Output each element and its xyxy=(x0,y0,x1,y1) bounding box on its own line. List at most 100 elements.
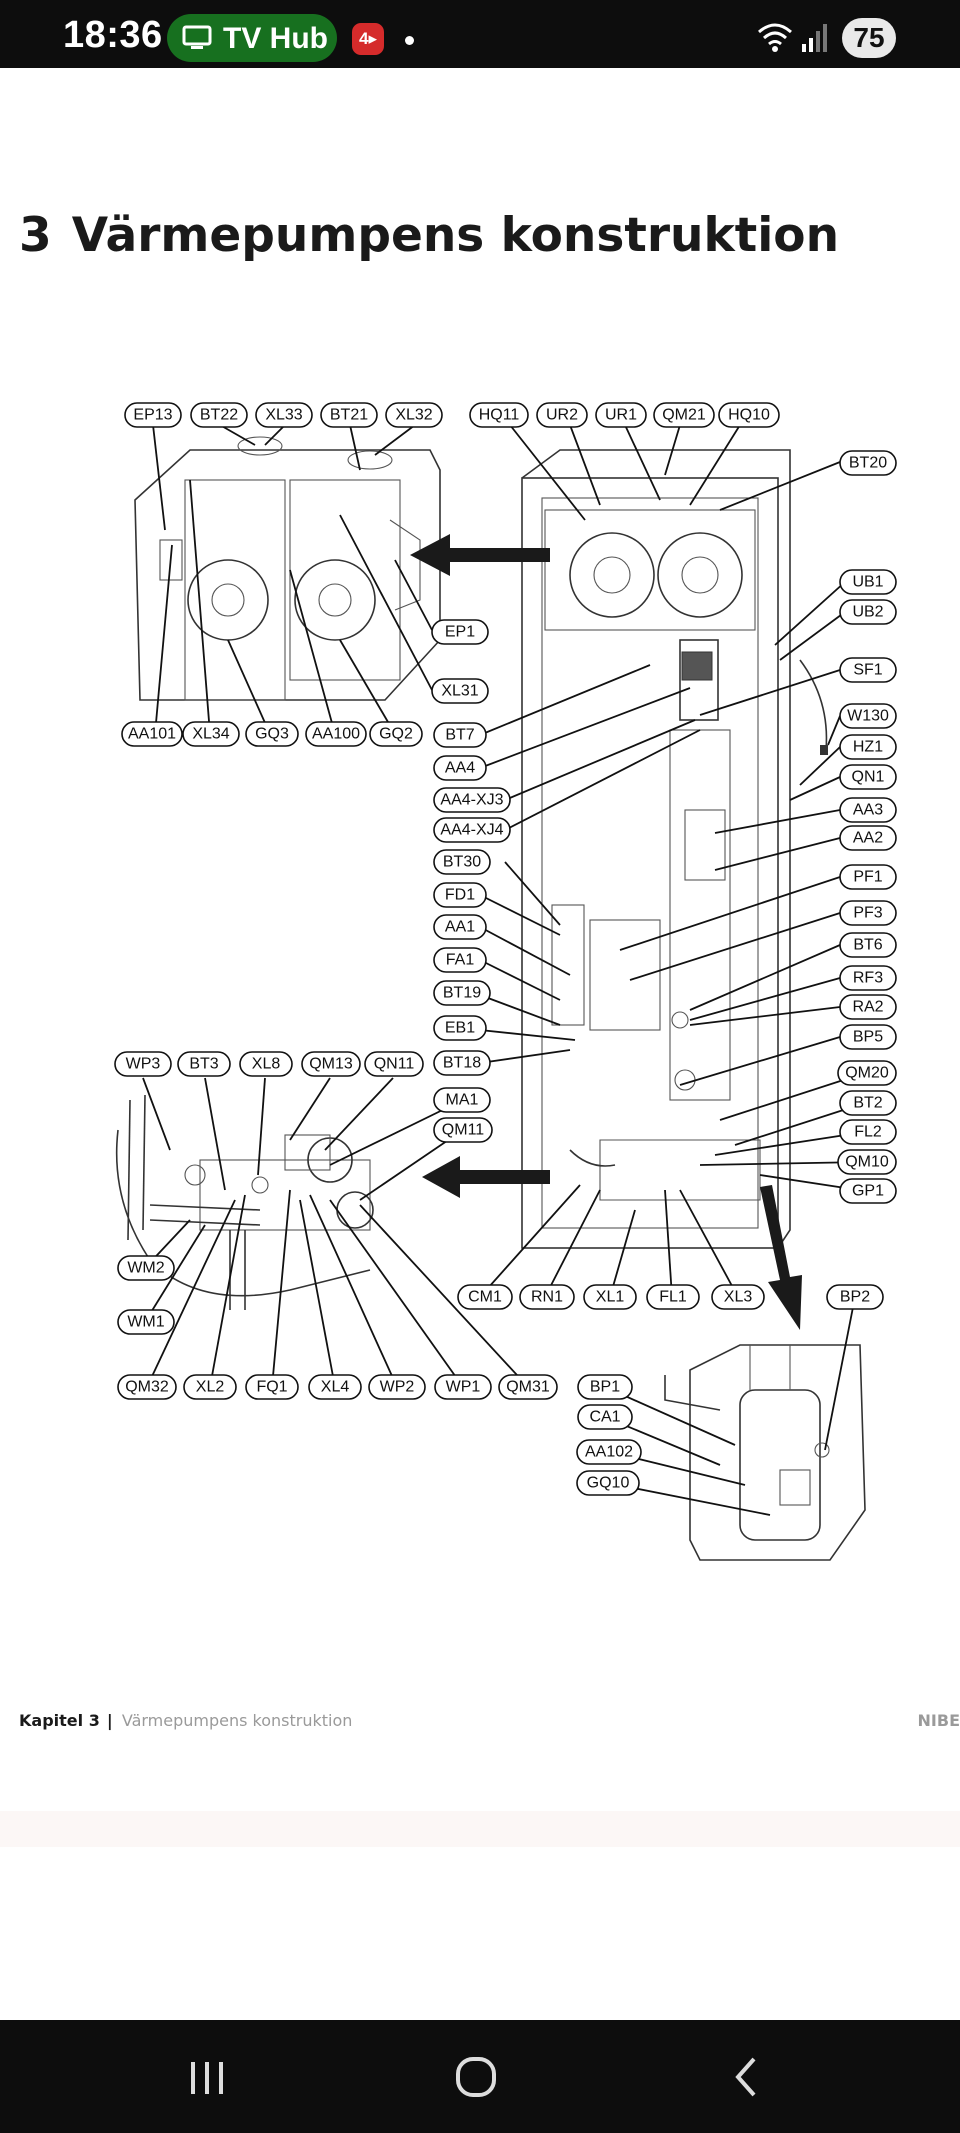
label-QN1: QN1 xyxy=(839,764,897,790)
svg-text:XL1: XL1 xyxy=(596,1289,625,1306)
label-BT20: BT20 xyxy=(839,450,897,476)
svg-text:BT19: BT19 xyxy=(443,985,481,1002)
tv-icon xyxy=(182,25,212,49)
label-AA100: AA100 xyxy=(305,721,367,747)
svg-text:AA4-XJ4: AA4-XJ4 xyxy=(440,822,503,839)
svg-text:EP13: EP13 xyxy=(133,407,172,424)
label-GP1: GP1 xyxy=(839,1178,897,1204)
label-BP2: BP2 xyxy=(826,1284,884,1310)
battery-indicator: 75 xyxy=(842,18,896,58)
label-FQ1: FQ1 xyxy=(245,1374,299,1400)
svg-text:BT6: BT6 xyxy=(853,937,882,954)
svg-text:AA4-XJ3: AA4-XJ3 xyxy=(440,792,503,809)
svg-text:AA100: AA100 xyxy=(312,726,360,743)
svg-text:SF1: SF1 xyxy=(853,662,882,679)
back-icon[interactable] xyxy=(710,2052,780,2102)
svg-text:FA1: FA1 xyxy=(446,952,475,969)
component-labels: EP13 BT22 XL33 BT21 XL32 HQ11 UR2 UR1 QM… xyxy=(114,402,897,1496)
label-XL2: XL2 xyxy=(183,1374,237,1400)
label-FL2: FL2 xyxy=(839,1119,897,1145)
main-cabinet-drawing xyxy=(521,449,828,1249)
svg-text:WP2: WP2 xyxy=(380,1379,415,1396)
label-XL1: XL1 xyxy=(583,1284,637,1310)
label-BT2: BT2 xyxy=(839,1090,897,1116)
label-QM32: QM32 xyxy=(117,1374,177,1400)
home-icon[interactable] xyxy=(440,2052,510,2102)
svg-text:QN1: QN1 xyxy=(852,769,885,786)
label-UR2: UR2 xyxy=(536,402,588,428)
footer-brand: NIBE xyxy=(917,1711,960,1730)
label-BP5: BP5 xyxy=(839,1024,897,1050)
signal-icon xyxy=(802,24,827,52)
svg-text:W130: W130 xyxy=(847,708,889,725)
compressor-module-drawing xyxy=(664,1344,866,1561)
svg-text:FQ1: FQ1 xyxy=(256,1379,287,1396)
label-AA1: AA1 xyxy=(433,914,487,940)
label-HZ1: HZ1 xyxy=(839,734,897,760)
svg-text:HQ11: HQ11 xyxy=(479,407,520,424)
label-XL32: XL32 xyxy=(385,402,443,428)
svg-text:FD1: FD1 xyxy=(445,887,475,904)
label-BT30: BT30 xyxy=(433,849,491,875)
svg-text:AA102: AA102 xyxy=(585,1444,633,1461)
svg-text:QM32: QM32 xyxy=(125,1379,169,1396)
svg-text:AA2: AA2 xyxy=(853,830,883,847)
svg-text:QN11: QN11 xyxy=(374,1056,415,1073)
label-WP2: WP2 xyxy=(368,1374,426,1400)
svg-text:RA2: RA2 xyxy=(852,999,883,1016)
label-GQ3: GQ3 xyxy=(245,721,299,747)
wifi-icon xyxy=(758,23,792,52)
label-FA1: FA1 xyxy=(433,947,487,973)
label-UR1: UR1 xyxy=(595,402,647,428)
svg-text:WM2: WM2 xyxy=(127,1260,164,1277)
tv-hub-label: TV Hub xyxy=(223,22,328,55)
label-BT18: BT18 xyxy=(433,1050,491,1076)
svg-text:BT7: BT7 xyxy=(445,727,474,744)
label-QM20: QM20 xyxy=(837,1060,897,1086)
svg-text:PF3: PF3 xyxy=(853,905,882,922)
label-RN1: RN1 xyxy=(519,1284,575,1310)
svg-text:BP1: BP1 xyxy=(590,1379,620,1396)
svg-text:PF1: PF1 xyxy=(853,869,882,886)
label-QM10: QM10 xyxy=(837,1149,897,1175)
svg-text:XL4: XL4 xyxy=(321,1379,350,1396)
notification-badge: 4▸ xyxy=(352,23,384,55)
label-BT22: BT22 xyxy=(190,402,248,428)
svg-text:QM10: QM10 xyxy=(845,1154,889,1171)
svg-text:XL34: XL34 xyxy=(192,726,229,743)
label-XL31: XL31 xyxy=(431,678,489,704)
label-QN11: QN11 xyxy=(364,1051,424,1077)
tv-hub-chip[interactable]: TV Hub xyxy=(167,14,337,62)
recents-icon[interactable] xyxy=(172,2052,242,2102)
svg-text:QM11: QM11 xyxy=(442,1122,484,1139)
svg-text:QM13: QM13 xyxy=(309,1056,353,1073)
label-HQ10: HQ10 xyxy=(718,402,780,428)
label-WM2: WM2 xyxy=(117,1255,175,1281)
label-QM31: QM31 xyxy=(498,1374,558,1400)
label-AA2: AA2 xyxy=(839,825,897,851)
label-BT6: BT6 xyxy=(839,932,897,958)
svg-text:GP1: GP1 xyxy=(852,1183,884,1200)
label-BT19: BT19 xyxy=(433,980,491,1006)
svg-text:AA101: AA101 xyxy=(128,726,176,743)
svg-text:EB1: EB1 xyxy=(445,1020,475,1037)
svg-text:BT20: BT20 xyxy=(849,455,887,472)
label-BT7: BT7 xyxy=(433,722,487,748)
svg-text:XL8: XL8 xyxy=(252,1056,281,1073)
svg-text:BT30: BT30 xyxy=(443,854,481,871)
label-WM1: WM1 xyxy=(117,1309,175,1335)
label-BT21: BT21 xyxy=(320,402,378,428)
footer-separator: | xyxy=(106,1711,113,1730)
svg-text:QM21: QM21 xyxy=(662,407,706,424)
footer-chapter: Kapitel 3 | Värmepumpens konstruktion xyxy=(19,1711,352,1730)
ventilation-module-drawing xyxy=(134,436,441,701)
label-FD1: FD1 xyxy=(433,882,487,908)
label-UB1: UB1 xyxy=(839,569,897,595)
label-MA1: MA1 xyxy=(433,1087,491,1113)
label-QM13: QM13 xyxy=(301,1051,361,1077)
label-XL3: XL3 xyxy=(711,1284,765,1310)
page-separator xyxy=(0,1811,960,1847)
svg-text:XL33: XL33 xyxy=(265,407,302,424)
label-XL34: XL34 xyxy=(182,721,240,747)
